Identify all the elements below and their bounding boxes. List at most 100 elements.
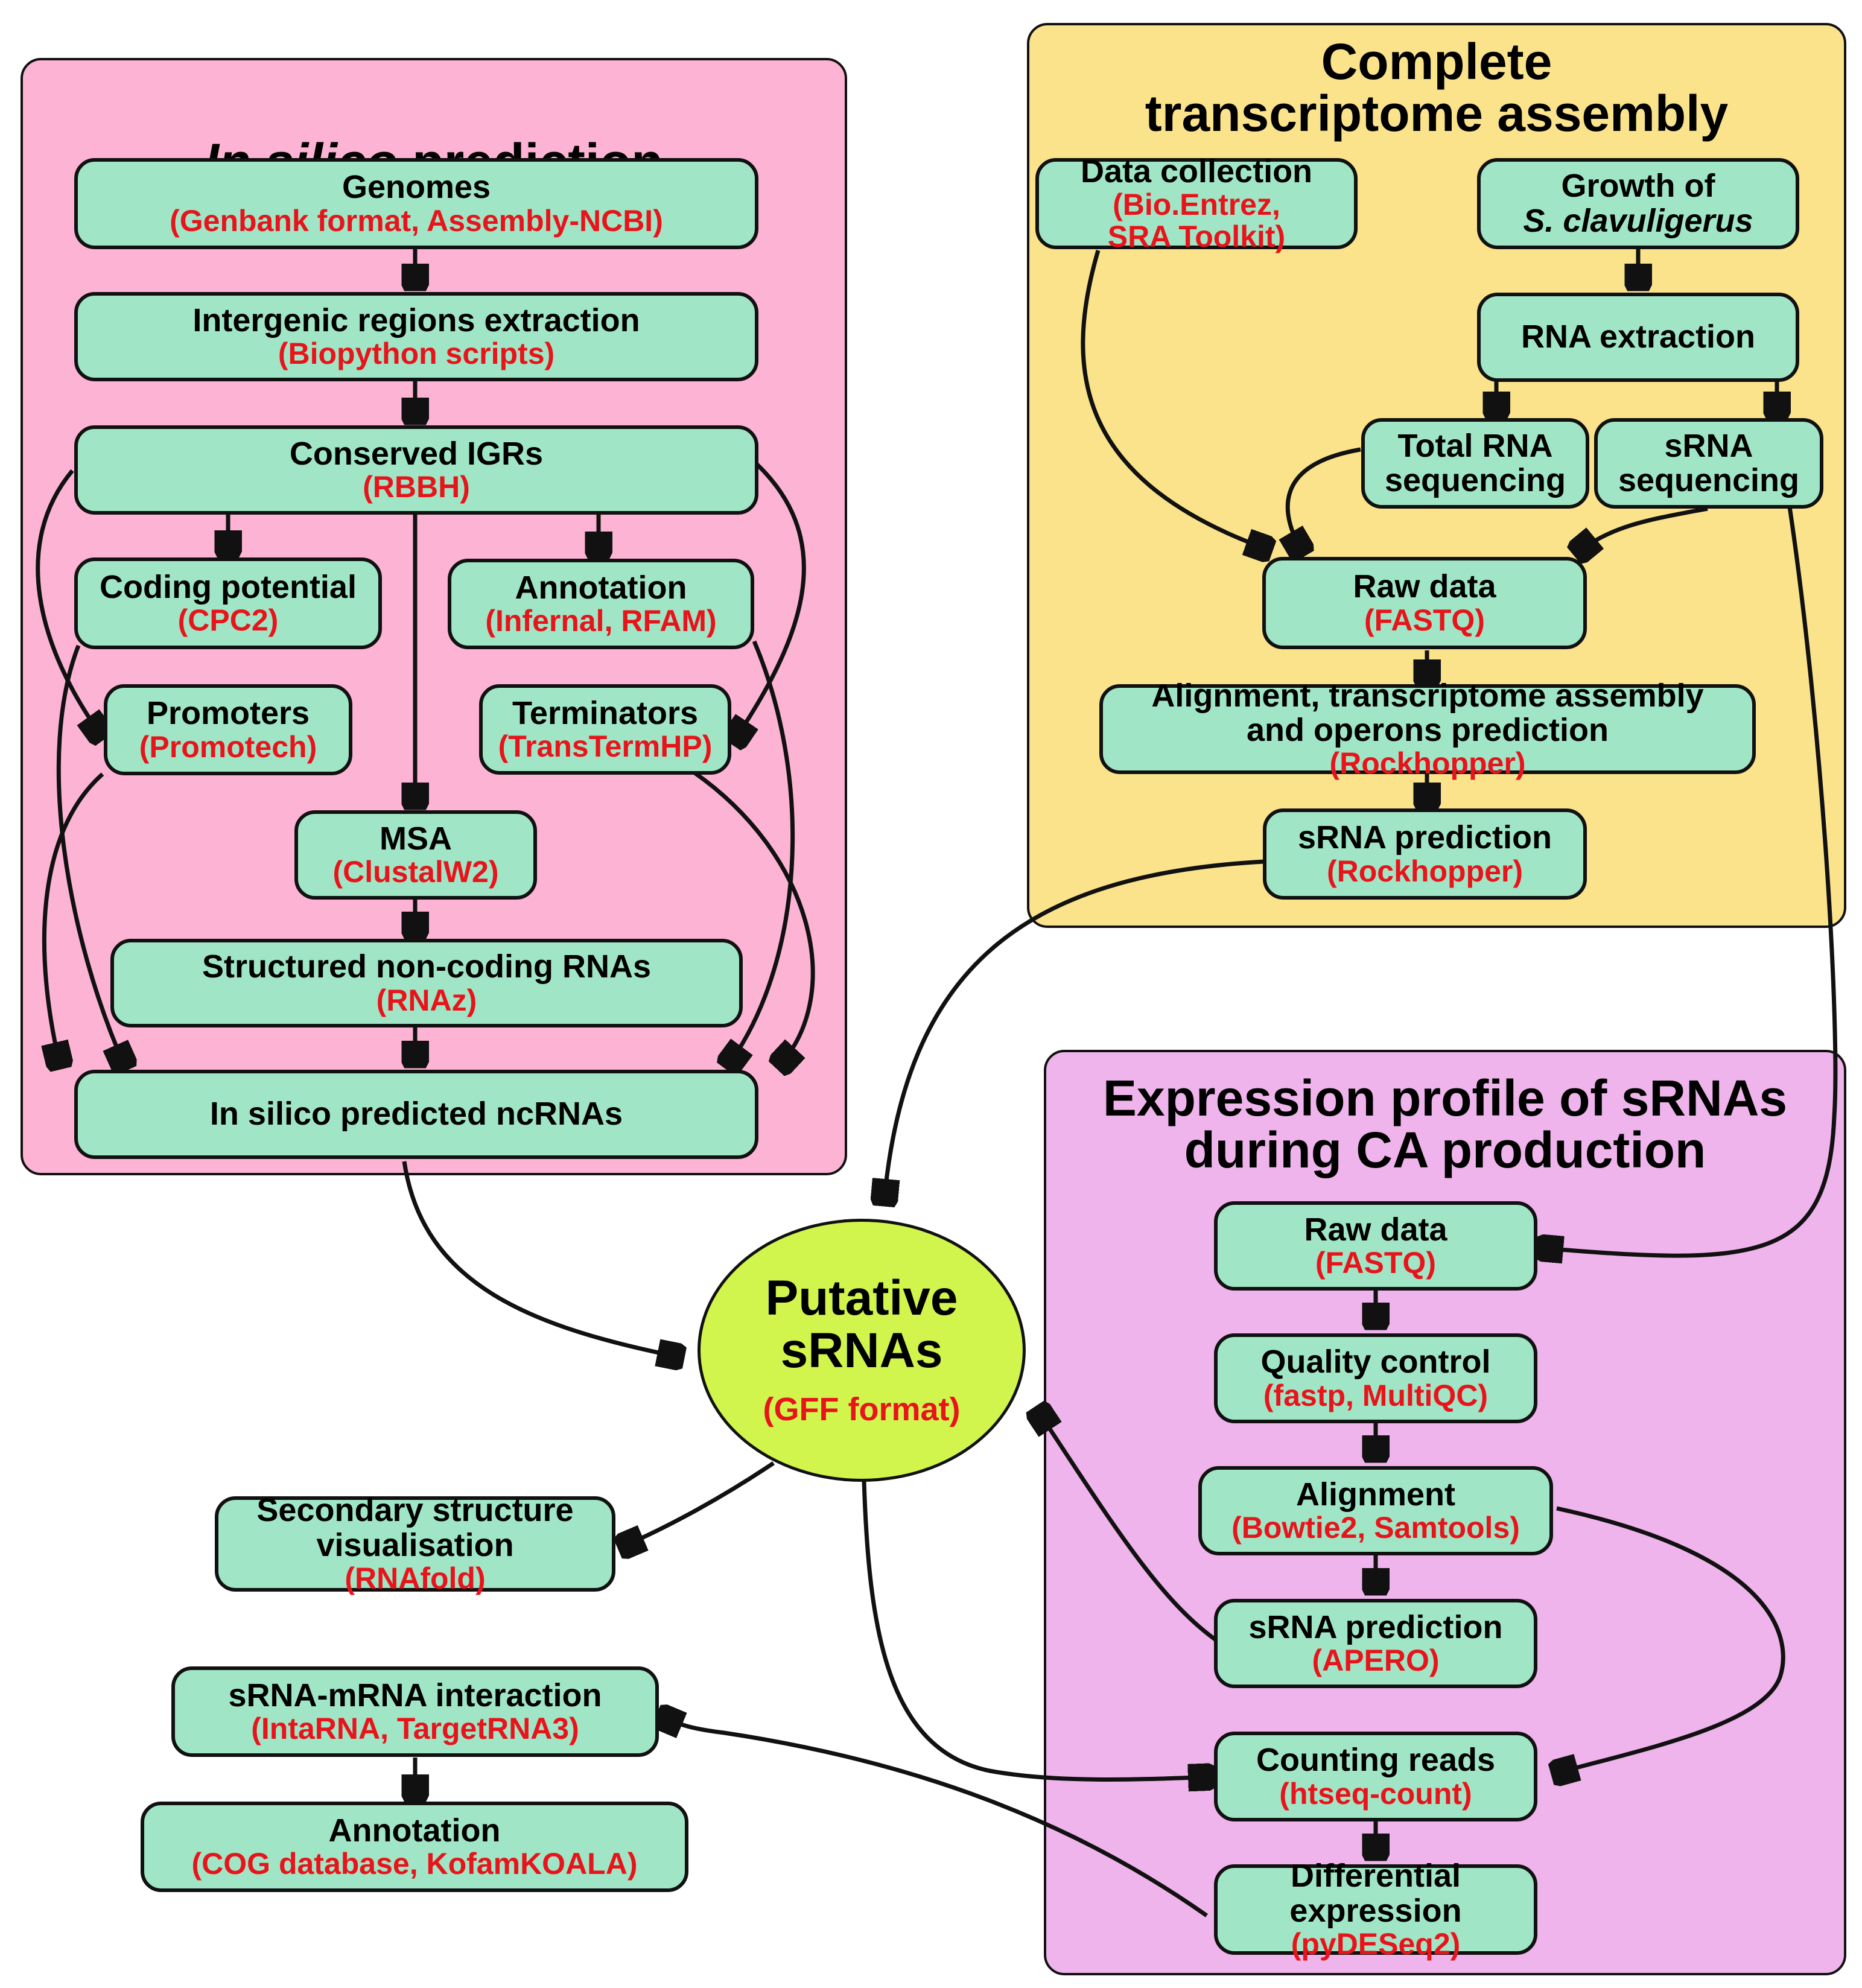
node-genomes: Genomes (Genbank format, Assembly-NCBI) xyxy=(74,158,758,249)
node-structured-ncrnas: Structured non-coding RNAs (RNAz) xyxy=(110,939,743,1027)
raw-data-t-tool: (FASTQ) xyxy=(1364,603,1485,637)
structured-tool: (RNAz) xyxy=(376,983,477,1017)
counting-label: Counting reads xyxy=(1256,1742,1495,1779)
annotation-silico-tool: (Infernal, RFAM) xyxy=(485,604,717,638)
coding-label: Coding potential xyxy=(100,568,357,605)
arrow-totalrna-rawdata xyxy=(1288,447,1361,554)
counting-tool: (htseq-count) xyxy=(1279,1776,1472,1811)
arrow-srnapred-center-e xyxy=(1037,1409,1218,1642)
growth-species-label: S. clavuligerus xyxy=(1523,202,1753,239)
node-intergenic-extraction: Intergenic regions extraction (Biopython… xyxy=(74,292,758,381)
alignment-e-tool: (Bowtie2, Samtools) xyxy=(1231,1511,1520,1545)
arrow-datacollection-rawdata xyxy=(1081,250,1270,550)
msa-label: MSA xyxy=(380,820,452,857)
node-rna-extraction: RNA extraction xyxy=(1477,293,1799,382)
intergenic-tool: (Biopython scripts) xyxy=(278,337,555,371)
annotation-final-tool: (COG database, KofamKOALA) xyxy=(191,1847,638,1881)
node-data-collection: Data collection (Bio.Entrez, SRA Toolkit… xyxy=(1035,154,1358,253)
terminators-label: Terminators xyxy=(512,694,699,731)
node-srna-mrna-interaction: sRNA-mRNA interaction (IntaRNA, TargetRN… xyxy=(171,1666,659,1757)
arrow-alignment-counting xyxy=(1554,1506,1785,1774)
promoters-label: Promoters xyxy=(146,695,310,732)
arrow-differential-interaction xyxy=(659,1716,1209,1917)
node-counting-reads: Counting reads (htseq-count) xyxy=(1214,1732,1537,1821)
node-conserved-igrs: Conserved IGRs (RBBH) xyxy=(74,425,758,515)
node-alignment-expression: Alignment (Bowtie2, Samtools) xyxy=(1198,1466,1553,1555)
node-annotation-silico: Annotation (Infernal, RFAM) xyxy=(448,559,754,649)
node-coding-potential: Coding potential (CPC2) xyxy=(74,557,382,649)
panel-title-expression: Expression profile of sRNAs during CA pr… xyxy=(1102,1070,1788,1178)
srna-pred-t-label: sRNA prediction xyxy=(1297,819,1552,856)
arrow-srnaseq-rawdata-expr xyxy=(1539,502,1838,1256)
node-annotation-final: Annotation (COG database, KofamKOALA) xyxy=(141,1802,688,1892)
node-srna-prediction-transcriptome: sRNA prediction (Rockhopper) xyxy=(1263,808,1587,900)
interaction-label: sRNA-mRNA interaction xyxy=(228,1677,602,1713)
srna-pred-t-tool: (Rockhopper) xyxy=(1327,854,1523,888)
conserved-label: Conserved IGRs xyxy=(289,435,544,472)
srna-seq-label: sRNA sequencing xyxy=(1618,427,1800,498)
node-alignment-assembly: Alignment, transcriptome assembly and op… xyxy=(1099,678,1756,780)
raw-data-e-tool: (FASTQ) xyxy=(1315,1246,1436,1280)
total-rna-label: Total RNA sequencing xyxy=(1384,427,1566,498)
arrow-coding-predicted xyxy=(56,644,126,1068)
secondary-label: Secondary structure visualisation xyxy=(256,1492,574,1563)
center-putative-srnas: Putative sRNAs (GFF format) xyxy=(697,1219,1026,1482)
data-collection-tool: (Bio.Entrez, SRA Toolkit) xyxy=(1107,188,1286,254)
node-raw-data-expression: Raw data (FASTQ) xyxy=(1214,1201,1537,1291)
quality-tool: (fastp, MultiQC) xyxy=(1263,1378,1489,1412)
secondary-tool: (RNAfold) xyxy=(345,1561,486,1595)
node-predicted-ncrnas: In silico predicted ncRNAs xyxy=(74,1070,758,1159)
raw-data-e-label: Raw data xyxy=(1304,1211,1447,1248)
node-srna-seq: sRNA sequencing xyxy=(1594,418,1823,509)
conserved-tool: (RBBH) xyxy=(363,470,470,504)
node-promoters: Promoters (Promotech) xyxy=(104,684,352,775)
srna-pred-e-label: sRNA prediction xyxy=(1248,1609,1503,1645)
arrow-center-counting xyxy=(862,1481,1213,1779)
node-srna-prediction-expression: sRNA prediction (APERO) xyxy=(1214,1599,1537,1688)
interaction-tool: (IntaRNA, TargetRNA3) xyxy=(251,1712,579,1746)
annotation-silico-label: Annotation xyxy=(515,569,687,606)
arrow-predicted-center xyxy=(402,1161,682,1358)
arrow-center-secondary xyxy=(620,1461,775,1548)
alignment-t-tool: (Rockhopper) xyxy=(1329,746,1526,781)
arrow-conserved-promoters xyxy=(36,469,103,737)
center-tool: (GFF format) xyxy=(763,1391,961,1427)
genomes-tool: (Genbank format, Assembly-NCBI) xyxy=(170,203,663,238)
arrow-terminators-predicted xyxy=(692,770,815,1067)
structured-label: Structured non-coding RNAs xyxy=(202,948,651,985)
panel-title-transcriptome: Complete transcriptome assembly xyxy=(1145,33,1729,142)
arrow-srnapred-center xyxy=(884,859,1265,1204)
coding-tool: (CPC2) xyxy=(177,603,279,638)
genomes-label: Genomes xyxy=(342,169,491,206)
arrow-conserved-terminators xyxy=(733,463,806,742)
intergenic-label: Intergenic regions extraction xyxy=(192,302,640,338)
arrow-srnaseq-rawdata xyxy=(1576,506,1708,554)
growth-label: Growth of xyxy=(1561,168,1715,205)
arrow-annotation-predicted xyxy=(727,640,795,1067)
center-label: Putative sRNAs xyxy=(765,1271,958,1378)
node-terminators: Terminators (TransTermHP) xyxy=(479,684,731,775)
msa-tool: (ClustalW2) xyxy=(332,855,499,889)
quality-label: Quality control xyxy=(1260,1344,1491,1380)
data-collection-label: Data collection xyxy=(1080,153,1313,189)
annotation-final-label: Annotation xyxy=(328,1812,501,1849)
node-secondary-structure: Secondary structure visualisation (RNAfo… xyxy=(215,1492,615,1595)
node-total-rna-seq: Total RNA sequencing xyxy=(1361,418,1589,509)
raw-data-t-label: Raw data xyxy=(1353,568,1496,605)
promoters-tool: (Promotech) xyxy=(139,729,317,764)
differential-tool: (pyDESeq2) xyxy=(1291,1926,1461,1961)
srna-pred-e-tool: (APERO) xyxy=(1312,1643,1440,1678)
alignment-t-label: Alignment, transcriptome assembly and op… xyxy=(1151,677,1704,748)
node-growth: Growth of S. clavuligerus xyxy=(1477,158,1799,249)
node-quality-control: Quality control (fastp, MultiQC) xyxy=(1214,1333,1537,1423)
predicted-label: In silico predicted ncRNAs xyxy=(209,1096,623,1132)
node-differential-expression: Differential expression (pyDESeq2) xyxy=(1214,1859,1537,1960)
arrow-promoters-predicted xyxy=(44,772,104,1067)
differential-label: Differential expression xyxy=(1289,1858,1462,1929)
rna-extraction-label: RNA extraction xyxy=(1520,319,1756,355)
node-msa: MSA (ClustalW2) xyxy=(294,810,537,900)
terminators-tool: (TransTermHP) xyxy=(498,729,713,764)
node-raw-data-transcriptome: Raw data (FASTQ) xyxy=(1262,557,1587,649)
alignment-e-label: Alignment xyxy=(1296,1476,1455,1513)
